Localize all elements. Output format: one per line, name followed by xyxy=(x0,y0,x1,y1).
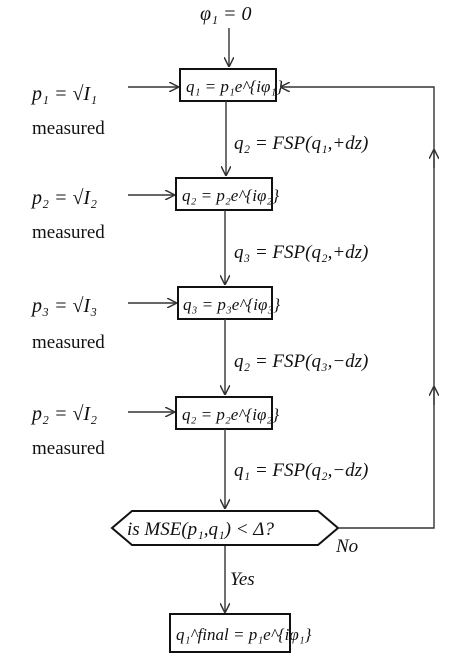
no-label: No xyxy=(335,536,358,557)
step-box-1 xyxy=(179,68,277,102)
input-1-formula: p₁ = √I₁ xyxy=(30,83,97,105)
step-box-2 xyxy=(175,177,273,211)
step-box-3-text: q₃ = p₃e^{iφ₃} xyxy=(183,295,280,314)
propagation-4: q₁ = FSP(q₂,−dz) xyxy=(234,460,368,481)
yes-label: Yes xyxy=(230,569,255,590)
decision-text: is MSE(p₁,q₁) < Δ? xyxy=(127,519,274,540)
step-box-4-text: q₂ = p₂e^{iφ₂} xyxy=(182,405,279,424)
final-text: q₁^final = p₁e^{iφ₁} xyxy=(176,625,312,644)
input-3-note: measured xyxy=(32,332,105,353)
start-label: φ₁ = 0 xyxy=(200,3,252,25)
step-box-1-text: q₁ = p₁e^{iφ₁} xyxy=(186,77,283,96)
input-2-formula: p₂ = √I₂ xyxy=(30,187,97,209)
propagation-2: q₃ = FSP(q₂,+dz) xyxy=(234,242,368,263)
input-4-formula: p₂ = √I₂ xyxy=(30,403,97,425)
step-box-2-text: q₂ = p₂e^{iφ₂} xyxy=(182,186,279,205)
propagation-1: q₂ = FSP(q₁,+dz) xyxy=(234,133,368,154)
final-box xyxy=(169,613,291,653)
input-1-note: measured xyxy=(32,118,105,139)
propagation-3: q₂ = FSP(q₃,−dz) xyxy=(234,351,368,372)
input-3-formula: p₃ = √I₃ xyxy=(30,295,97,317)
input-4-note: measured xyxy=(32,438,105,459)
input-2-note: measured xyxy=(32,222,105,243)
no-loop-path xyxy=(281,87,435,529)
step-box-4 xyxy=(175,396,273,430)
